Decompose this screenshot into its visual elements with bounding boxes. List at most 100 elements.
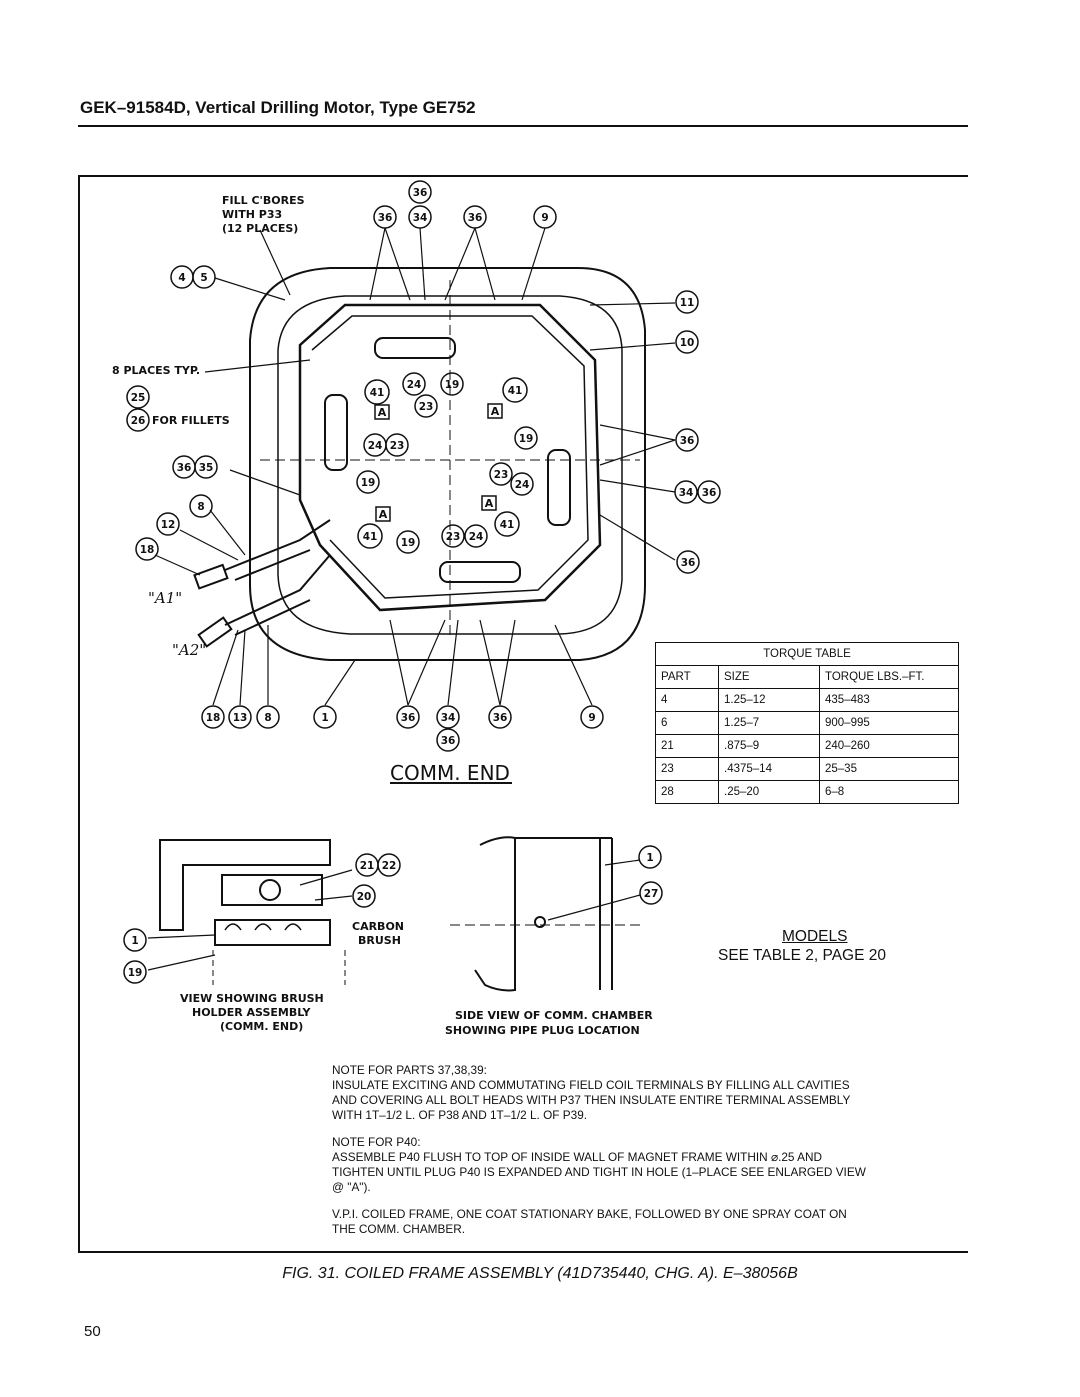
callout-36-h: 36 bbox=[441, 735, 456, 747]
side-view-label-2: SHOWING PIPE PLUG LOCATION bbox=[445, 1024, 640, 1037]
callout-12: 12 bbox=[161, 519, 176, 531]
cell-torque: 6–8 bbox=[819, 780, 959, 804]
side-view-comm-chamber bbox=[450, 836, 641, 992]
cell-size: .875–9 bbox=[718, 734, 820, 758]
callout-36-e: 36 bbox=[681, 557, 696, 569]
callout-4: 4 bbox=[178, 272, 185, 284]
fill-cbores-label-3: (12 PLACES) bbox=[222, 222, 298, 235]
detail-a-3: A bbox=[485, 497, 494, 510]
callout-13: 13 bbox=[233, 712, 248, 724]
cell-part: 28 bbox=[655, 780, 719, 804]
callout-34-b: 34 bbox=[679, 487, 694, 499]
models-reference: MODELS SEE TABLE 2, PAGE 20 bbox=[718, 927, 886, 965]
coil-path bbox=[298, 303, 602, 612]
note-2-title: NOTE FOR P40: bbox=[332, 1135, 421, 1149]
note-1-line: WITH 1T–1/2 L. OF P38 AND 1T–1/2 L. OF P… bbox=[332, 1108, 588, 1122]
table-row: 21 .875–9 240–260 bbox=[655, 734, 959, 758]
comm-end-label: COMM. END bbox=[390, 761, 510, 785]
col-torque: TORQUE LBS.–FT. bbox=[819, 665, 959, 689]
note-2-line: @ "A"). bbox=[332, 1180, 371, 1194]
for-fillets-label: FOR FILLETS bbox=[152, 414, 230, 427]
frame-inner bbox=[277, 295, 623, 635]
callout-35: 35 bbox=[199, 462, 214, 474]
callout-11: 11 bbox=[680, 297, 695, 309]
callout-20: 20 bbox=[357, 891, 372, 903]
callout-9-b: 9 bbox=[588, 712, 595, 724]
carbon-brush-label-1: CARBON bbox=[352, 920, 404, 933]
callout-1-c: 1 bbox=[646, 852, 653, 864]
pole-top bbox=[374, 337, 456, 359]
callout-41-a: 41 bbox=[370, 387, 385, 399]
callout-36-g: 36 bbox=[401, 712, 416, 724]
callout-24-d: 24 bbox=[469, 531, 484, 543]
note-1-line: AND COVERING ALL BOLT HEADS WITH P37 THE… bbox=[332, 1093, 851, 1107]
callout-19-a: 19 bbox=[445, 379, 460, 391]
callout-26: 26 bbox=[131, 415, 146, 427]
callout-36-c: 36 bbox=[680, 435, 695, 447]
pole-right bbox=[547, 449, 571, 526]
torque-table-header: PART SIZE TORQUE LBS.–FT. bbox=[655, 665, 959, 689]
callout-21: 21 bbox=[360, 860, 375, 872]
callout-22: 22 bbox=[382, 860, 397, 872]
callout-5: 5 bbox=[200, 272, 207, 284]
view-a1-label: "A1" bbox=[148, 589, 182, 607]
cell-part: 6 bbox=[655, 711, 719, 735]
detail-a-1: A bbox=[378, 406, 387, 419]
callout-27: 27 bbox=[644, 888, 659, 900]
cell-size: 1.25–7 bbox=[718, 711, 820, 735]
callout-24-c: 24 bbox=[515, 479, 530, 491]
note-3-line: THE COMM. CHAMBER. bbox=[332, 1222, 466, 1236]
callout-34-c: 34 bbox=[441, 712, 456, 724]
table-row: 4 1.25–12 435–483 bbox=[655, 688, 959, 712]
cell-part: 4 bbox=[655, 688, 719, 712]
torque-table: TORQUE TABLE PART SIZE TORQUE LBS.–FT. 4… bbox=[655, 642, 959, 804]
callout-34-a: 34 bbox=[413, 212, 428, 224]
table-row: 23 .4375–14 25–35 bbox=[655, 757, 959, 781]
fill-cbores-label-2: WITH P33 bbox=[222, 208, 282, 221]
callout-36-b: 36 bbox=[468, 212, 483, 224]
callout-19-d: 19 bbox=[401, 537, 416, 549]
note-1-line: INSULATE EXCITING AND COMMUTATING FIELD … bbox=[332, 1078, 850, 1092]
cell-size: .4375–14 bbox=[718, 757, 820, 781]
callout-36-f: 36 bbox=[177, 462, 192, 474]
table-row: 28 .25–20 6–8 bbox=[655, 780, 959, 804]
cell-size: 1.25–12 bbox=[718, 688, 820, 712]
callout-1-b: 1 bbox=[131, 935, 138, 947]
places-typ-label: 8 PLACES TYP. bbox=[112, 364, 200, 377]
lead-a2 bbox=[224, 554, 331, 636]
brush-holder-view bbox=[147, 839, 353, 985]
callout-18-a: 18 bbox=[140, 544, 155, 556]
callout-23-c: 23 bbox=[494, 469, 509, 481]
torque-table-title: TORQUE TABLE bbox=[655, 642, 959, 666]
view-brush-holder-2: HOLDER ASSEMBLY bbox=[192, 1006, 312, 1019]
view-a2-label: "A2" bbox=[172, 641, 206, 659]
cell-torque: 900–995 bbox=[819, 711, 959, 735]
callout-19-b: 19 bbox=[361, 477, 376, 489]
detail-a-2: A bbox=[491, 405, 500, 418]
callout-36-top bbox=[408, 180, 432, 204]
callout-36-d: 36 bbox=[702, 487, 717, 499]
detail-a-4: A bbox=[379, 508, 388, 521]
figure-caption: FIG. 31. COILED FRAME ASSEMBLY (41D73544… bbox=[282, 1265, 798, 1282]
callout-8-a: 8 bbox=[197, 501, 204, 513]
note-2-line: ASSEMBLE P40 FLUSH TO TOP OF INSIDE WALL… bbox=[332, 1150, 823, 1164]
view-brush-holder-3: (COMM. END) bbox=[220, 1020, 303, 1033]
callout-41-c: 41 bbox=[363, 531, 378, 543]
callout-24-b: 24 bbox=[368, 440, 383, 452]
note-3-line: V.P.I. COILED FRAME, ONE COAT STATIONARY… bbox=[332, 1207, 847, 1221]
callout-1-a: 1 bbox=[321, 712, 328, 724]
models-label: MODELS bbox=[782, 928, 848, 945]
callout-18-b: 18 bbox=[206, 712, 221, 724]
table-row: 6 1.25–7 900–995 bbox=[655, 711, 959, 735]
page-header-title: GEK–91584D, Vertical Drilling Motor, Typ… bbox=[80, 98, 476, 117]
pole-bottom bbox=[439, 561, 521, 583]
cell-part: 21 bbox=[655, 734, 719, 758]
carbon-brush-label-2: BRUSH bbox=[358, 934, 401, 947]
cell-torque: 240–260 bbox=[819, 734, 959, 758]
note-2-line: TIGHTEN UNTIL PLUG P40 IS EXPANDED AND T… bbox=[332, 1165, 866, 1179]
callout-36-a: 36 bbox=[378, 212, 393, 224]
view-brush-holder-1: VIEW SHOWING BRUSH bbox=[180, 992, 324, 1005]
callout-36-i: 36 bbox=[493, 712, 508, 724]
